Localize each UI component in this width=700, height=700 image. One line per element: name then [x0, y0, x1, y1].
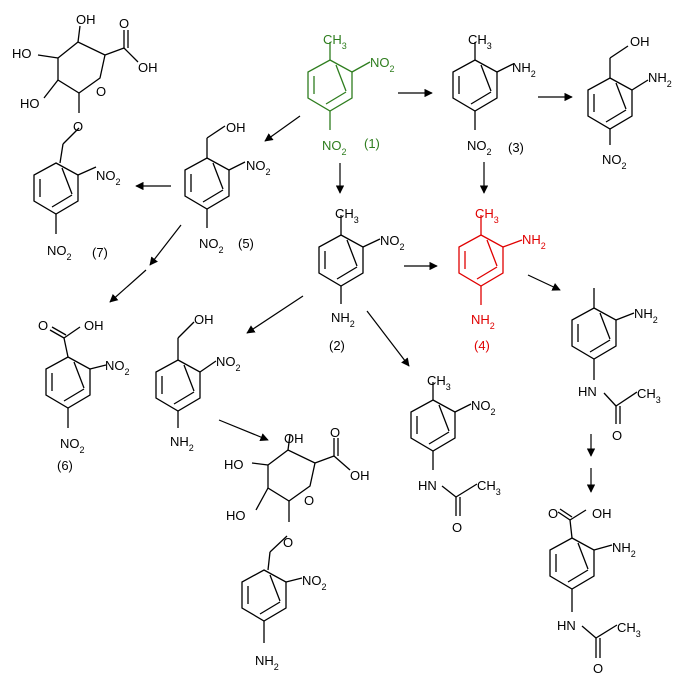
amino-nitrobenzyl-alcohol: [587, 45, 649, 145]
amino-glucuronide-oh-top: OH: [284, 431, 304, 446]
arrow-4-to-acetamido: [527, 274, 561, 291]
compound-1-dinitrotoluene: [307, 42, 371, 130]
acetamido-ch3-top: CH3: [427, 373, 451, 392]
compound-5-dinitrobenzyl-alcohol: [184, 125, 246, 228]
compound-6-dinitrobenzoic-acid: [45, 326, 107, 428]
compound-1-no2-bottom: NO2: [322, 138, 347, 157]
compound-6-no2-right: NO2: [105, 358, 130, 377]
compound-5-no2-bottom: NO2: [199, 236, 224, 255]
acetamido-ch3-end: CH3: [477, 478, 501, 497]
alcohol-oh: OH: [630, 34, 650, 49]
amino-glucuronide-nh2: NH2: [255, 653, 279, 672]
compound-5-oh: OH: [226, 120, 246, 135]
alcohol-2-no2: NO2: [216, 354, 241, 373]
compound-5-no2-top: NO2: [246, 158, 271, 177]
acetamido-nitrotoluene: [410, 382, 478, 516]
reaction-arrows: [109, 88, 596, 493]
compound-1-no2-top: NO2: [370, 55, 395, 74]
compound-7-no2-bottom: NO2: [47, 243, 72, 262]
acetamido-amino-o: O: [612, 428, 622, 443]
acetamido-hn: HN: [418, 478, 437, 493]
compound-7-no2-right: NO2: [96, 168, 121, 187]
compound-7-o-carbonyl: O: [119, 16, 129, 31]
arrow-2-to-acetamido: [366, 310, 410, 367]
compound-2-label: (2): [329, 338, 345, 353]
compound-2-nh2: NH2: [331, 310, 355, 329]
compound-7-oh-acid: OH: [138, 60, 158, 75]
compound-4-diaminotoluene: [458, 215, 523, 305]
compound-7-ether-o: O: [73, 119, 83, 134]
alcohol-2-oh: OH: [194, 312, 214, 327]
compound-3-ch3: CH3: [468, 32, 492, 51]
compound-7-ho-left: HO: [12, 46, 32, 61]
compound-2-aminonitrotoluene: [318, 215, 381, 304]
benzoic-o: O: [548, 506, 558, 521]
amino-glucuronide-no2: NO2: [302, 573, 327, 592]
compound-5-label: (5): [238, 236, 254, 251]
benzoic-nh2: NH2: [612, 540, 636, 559]
alcohol-nh2: NH2: [648, 70, 672, 89]
acetamido-amino-ch3: CH3: [637, 386, 661, 405]
compound-3-nh2: NH2: [512, 60, 536, 79]
compound-3-label: (3): [508, 140, 524, 155]
compound-2-no2: NO2: [380, 233, 405, 252]
benzoic-o-amide: O: [593, 661, 603, 676]
alcohol-no2: NO2: [602, 152, 627, 171]
arrow-5-to-6-a: [149, 224, 182, 266]
amino-glucuronide-oh-acid: OH: [350, 468, 370, 483]
benzoic-oh: OH: [592, 506, 612, 521]
compound-7-label: (7): [92, 245, 108, 260]
compound-3-no2: NO2: [467, 138, 492, 157]
compound-4-nh2-bottom: NH2: [471, 312, 495, 331]
amino-glucuronide: [241, 434, 351, 643]
compound-4-nh2-right: NH2: [522, 232, 546, 251]
compound-3-aminonitrotoluene: [452, 42, 514, 130]
amino-glucuronide-ho-left: HO: [224, 457, 244, 472]
compound-7-ho-bottom: HO: [20, 96, 40, 111]
compound-6-no2-bottom: NO2: [60, 436, 85, 455]
benzoic-hn: HN: [557, 618, 576, 633]
acetamido-o: O: [452, 520, 462, 535]
benzoic-ch3: CH3: [617, 620, 641, 639]
compound-7-oh-top: OH: [76, 12, 96, 27]
amino-glucuronide-o-carbonyl: O: [330, 425, 340, 440]
compound-4-ch3: CH3: [475, 206, 499, 225]
arrow-1-to-5: [264, 115, 301, 142]
compound-1-ch3: CH3: [323, 32, 347, 51]
acetamido-no2: NO2: [471, 398, 496, 417]
amino-glucuronide-ether-o: O: [283, 535, 293, 550]
compound-7-glucuronide: [33, 25, 139, 234]
compound-6-o: O: [38, 318, 48, 333]
compound-6-oh: OH: [84, 318, 104, 333]
compound-7-ring-o: O: [96, 84, 106, 99]
amino-glucuronide-ring-o: O: [304, 493, 314, 508]
compound-4-label: (4): [474, 338, 490, 353]
amino-glucuronide-ho-bottom: HO: [226, 508, 246, 523]
alcohol-2-nh2: NH2: [170, 434, 194, 453]
amino-nitrobenzyl-alcohol-2: [155, 321, 217, 428]
acetamido-amino-hn: HN: [578, 384, 597, 399]
compound-6-label: (6): [57, 458, 73, 473]
arrow-alcohol-to-glucuronide: [218, 419, 269, 442]
arrow-2-to-alcohol: [246, 295, 304, 334]
acetamido-amino-nh2: NH2: [634, 306, 658, 325]
acetamido-aminobenzoic-acid: [549, 508, 618, 658]
compound-2-ch3: CH3: [335, 206, 359, 225]
compound-1-label: (1): [364, 136, 380, 151]
arrow-5-to-6-b: [109, 269, 147, 303]
acetamido-aminotoluene: [571, 288, 638, 424]
